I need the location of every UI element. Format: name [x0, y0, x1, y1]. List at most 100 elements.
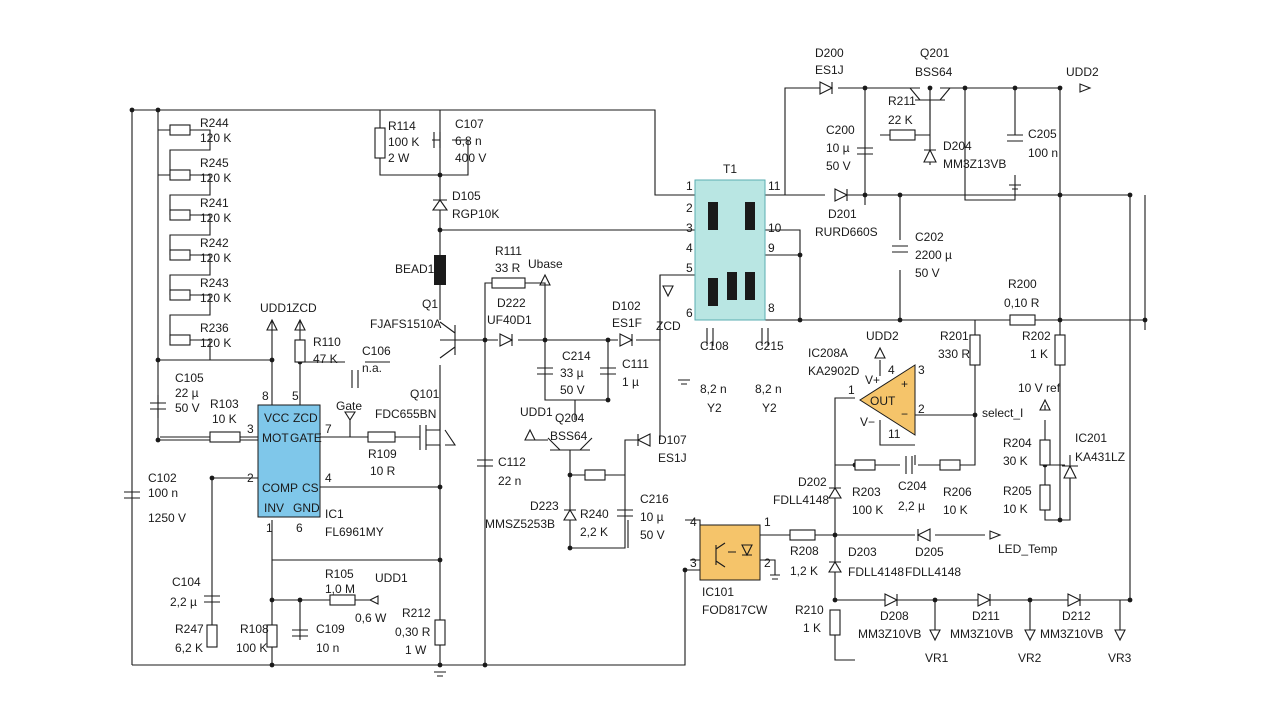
resistor-r206	[939, 459, 961, 471]
value-d223: MMSZ5253B	[485, 517, 555, 531]
label-r210: R210	[795, 603, 824, 617]
supply-arrow-icon	[344, 411, 356, 422]
rating-r212: 1 W	[405, 643, 427, 657]
label-ic208a: IC208A	[808, 346, 848, 360]
value-c105: 22 µ	[175, 386, 199, 400]
label-r200: R200	[1008, 277, 1037, 291]
net-udd2-top: UDD2	[1066, 65, 1099, 79]
value-ic201: KA431LZ	[1075, 450, 1125, 464]
diode-d222	[499, 333, 514, 347]
resistor-r108	[266, 624, 278, 648]
label-r110: R110	[313, 335, 341, 349]
shunt-regulator-ic201	[1062, 455, 1078, 490]
ground-icon	[1009, 184, 1021, 190]
net-vr1: VR1	[925, 651, 949, 665]
capacitor-c202	[892, 245, 908, 253]
opamp-pin-11: 11	[888, 427, 901, 441]
label-r208: R208	[790, 544, 819, 558]
t1-pin-11: 11	[768, 179, 781, 193]
opto-pin-4: 4	[690, 515, 697, 529]
zener-d204	[923, 148, 937, 163]
net-select-i: select_I	[982, 406, 1023, 420]
value-r244: 120 K	[200, 131, 231, 145]
value-d222: UF40D1	[487, 313, 532, 327]
value-c107: 6,8 n	[455, 134, 482, 148]
t1-pin-6: 6	[686, 306, 693, 320]
winding-2	[745, 202, 755, 230]
value-r103: 10 K	[212, 412, 237, 426]
net-udd1-r105: UDD1	[375, 571, 408, 585]
label-c200: C200	[826, 123, 855, 137]
t1-pin-10: 10	[768, 221, 782, 235]
rating-c102: 1250 V	[148, 511, 186, 525]
rating-r114: 2 W	[388, 151, 410, 165]
label-c202: C202	[915, 230, 944, 244]
net-gate: Gate	[336, 399, 362, 413]
value-r114: 100 K	[388, 135, 419, 149]
value-d105: RGP10K	[452, 207, 499, 221]
ground-icon	[434, 671, 446, 677]
supply-arrow-icon	[874, 346, 886, 359]
capacitor-c102	[124, 491, 140, 499]
diode-d205	[916, 528, 931, 542]
rating-c200: 50 V	[826, 159, 851, 173]
diode-d202	[828, 486, 842, 499]
value-c112: 22 n	[498, 474, 521, 488]
zener-d223	[563, 508, 577, 521]
resistor-r241	[169, 209, 191, 221]
ic1-pinnum-6: 6	[296, 521, 303, 535]
value-r110: 47 K	[313, 352, 338, 366]
value-d205: FDLL4148	[905, 565, 961, 579]
value-c215: 8,2 n	[755, 382, 782, 396]
zener-d211	[977, 593, 992, 607]
label-r206: R206	[943, 485, 972, 499]
value-c104: 2,2 µ	[170, 595, 197, 609]
value-q204: BSS64	[550, 429, 588, 443]
value-c109: 10 n	[316, 641, 339, 655]
label-r245: R245	[200, 156, 229, 170]
diode-d107	[636, 433, 651, 447]
value-q201: BSS64	[915, 65, 953, 79]
capacitor-c106	[351, 370, 359, 388]
net-udd2-opamp: UDD2	[866, 329, 899, 343]
label-t1: T1	[723, 162, 737, 176]
ic1-pinnum-3: 3	[247, 422, 254, 436]
ic1-pin-cs: CS	[302, 481, 319, 495]
label-d105: D105	[452, 189, 481, 203]
value-c216: 10 µ	[640, 510, 664, 524]
value-d203: FDLL4148	[848, 565, 904, 579]
label-d223: D223	[530, 499, 559, 513]
label-q1: Q1	[422, 297, 438, 311]
resistor-r109	[367, 431, 396, 443]
label-c106: C106	[362, 344, 391, 358]
value-d202: FDLL4148	[773, 493, 829, 507]
mosfet-q101	[419, 420, 457, 460]
supply-arrows	[266, 83, 1126, 642]
value-r108: 100 K	[236, 641, 267, 655]
supply-arrow-icon	[524, 428, 536, 441]
value-r200: 0,10 R	[1004, 296, 1040, 310]
capacitor-c215	[761, 328, 769, 346]
supply-arrow-icon	[368, 595, 379, 605]
winding-3	[708, 278, 718, 306]
winding-1	[708, 202, 718, 230]
label-c216: C216	[640, 492, 669, 506]
supply-arrow-icon	[662, 285, 674, 298]
opamp-out: OUT	[870, 394, 896, 408]
value-c204: 2,2 µ	[898, 499, 925, 513]
resistor-r236	[169, 334, 191, 346]
value-r105: 1,0 M	[325, 582, 355, 596]
t1-pin-9: 9	[768, 241, 775, 255]
value-r109: 10 R	[370, 464, 396, 478]
wiring	[131, 87, 1146, 666]
label-d203: D203	[848, 545, 877, 559]
label-r108: R108	[240, 622, 269, 636]
diodes	[431, 81, 1082, 607]
label-bead1: BEAD1	[395, 262, 435, 276]
opamp-ic208a: OUT + − V+ V− 1 2 3 4 11	[848, 363, 925, 441]
opto-pin-3: 3	[690, 556, 697, 570]
value-r211: 22 K	[888, 113, 913, 127]
resistor-r240	[584, 469, 606, 481]
label-c105: C105	[175, 371, 204, 385]
value-r240: 2,2 K	[580, 525, 608, 539]
